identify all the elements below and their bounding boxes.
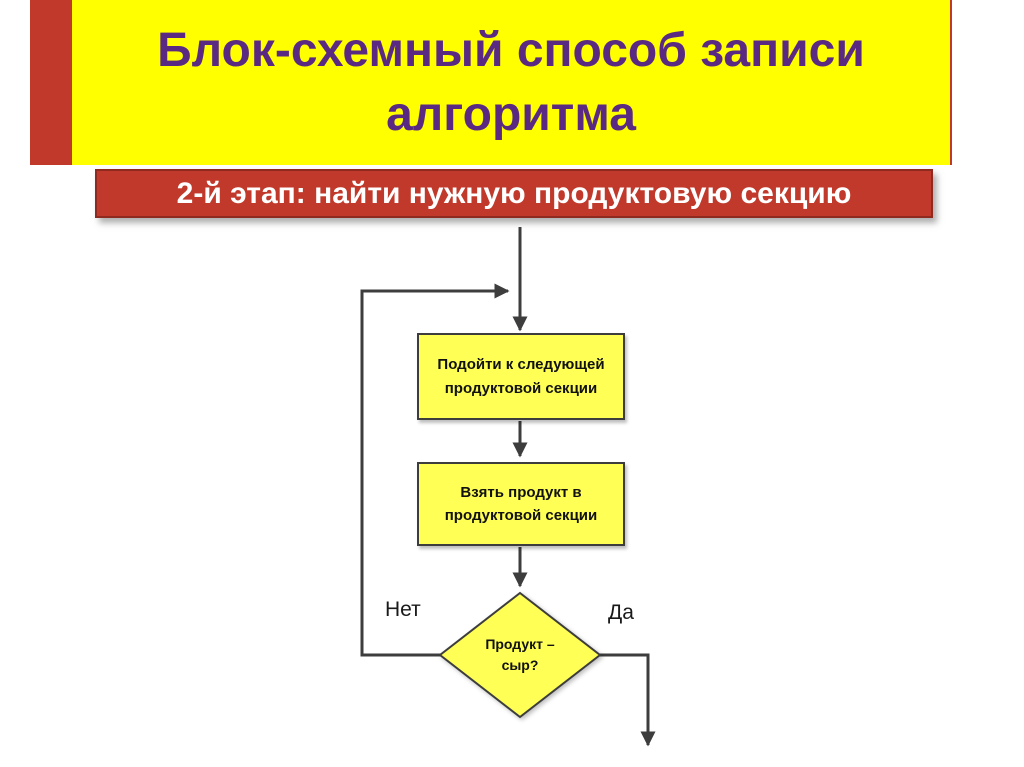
- process-box-1: Подойти к следующей продуктовой секции: [417, 333, 625, 420]
- branch-label-yes: Да: [608, 601, 634, 624]
- decision-label: Продукт – сыр?: [450, 622, 590, 688]
- process-box-2-label: Взять продукт в продуктовой секции: [444, 483, 598, 524]
- branch-label-no: Нет: [385, 598, 421, 621]
- loop-no-arrow: [360, 283, 510, 657]
- yes-exit-arrow: [600, 653, 656, 747]
- process-box-2: Взять продукт в продуктовой секции: [417, 462, 625, 546]
- subtitle-banner: 2-й этап: найти нужную продуктовую секци…: [95, 169, 933, 218]
- decision-diamond: [438, 591, 602, 719]
- slide-subtitle: 2-й этап: найти нужную продуктовую секци…: [176, 176, 852, 210]
- slide-title: Блок-схемный способ записи алгоритма: [157, 23, 865, 141]
- process-box-1-label: Подойти к следующей продуктовой секции: [437, 356, 605, 397]
- decision-text: Продукт – сыр?: [485, 636, 555, 673]
- title-banner: Блок-схемный способ записи алгоритма: [72, 0, 950, 165]
